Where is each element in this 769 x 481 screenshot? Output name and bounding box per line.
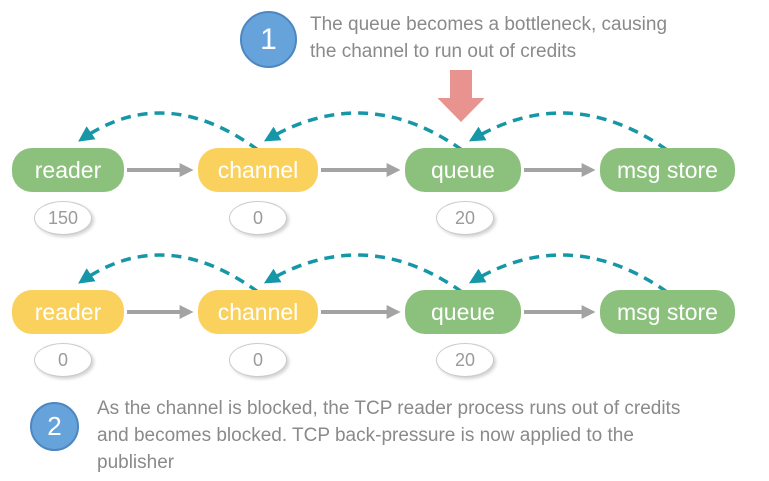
credit-count: 20	[454, 349, 476, 370]
step-2-number: 2	[47, 411, 62, 441]
node-label: queue	[431, 156, 495, 183]
step-1-badge: 1	[240, 11, 297, 68]
credit-arc-queue-channel	[263, 111, 464, 152]
row2-credit-arcs	[78, 253, 669, 294]
row1-credits-reader: 150	[34, 201, 92, 235]
credit-count: 0	[252, 207, 263, 228]
row2-node-queue: queue	[405, 290, 521, 334]
node-label: queue	[431, 298, 495, 325]
step-2-line-3: publisher	[97, 452, 175, 473]
row1-node-channel: channel	[198, 148, 318, 192]
step-1-number: 1	[260, 22, 277, 56]
row2-credits-reader: 0	[34, 343, 92, 377]
step-1-line-1: The queue becomes a bottleneck, causing	[310, 14, 668, 35]
row2-node-msgstore: msg store	[600, 290, 735, 334]
credit-arc-channel-reader	[78, 253, 260, 294]
credit-count: 20	[454, 207, 476, 228]
row2-credits-channel: 0	[229, 343, 287, 377]
step-1-text: The queue becomes a bottleneck, causing …	[310, 11, 667, 65]
row1-node-queue: queue	[405, 148, 521, 192]
step-2-line-2: and becomes blocked. TCP back-pressure i…	[97, 425, 634, 446]
credit-arc-channel-reader	[78, 111, 260, 152]
credit-arc-msgstore-queue	[468, 111, 669, 152]
step-2-badge: 2	[30, 402, 79, 451]
step-2-text: As the channel is blocked, the TCP reade…	[97, 395, 680, 476]
credit-count: 0	[252, 349, 263, 370]
credit-arc-msgstore-queue	[468, 253, 669, 294]
node-label: msg store	[617, 298, 718, 325]
node-label: reader	[34, 156, 102, 183]
node-label: msg store	[617, 156, 718, 183]
row1-node-msgstore: msg store	[600, 148, 735, 192]
step-2-line-1: As the channel is blocked, the TCP reade…	[97, 398, 681, 419]
bottleneck-arrow-icon	[437, 70, 485, 122]
credit-count: 0	[57, 349, 68, 370]
credit-arc-queue-channel	[263, 253, 464, 294]
row1-credits-queue: 20	[436, 201, 494, 235]
row1-node-reader: reader	[12, 148, 124, 192]
row2-credits-queue: 20	[436, 343, 494, 377]
row2-node-channel: channel	[198, 290, 318, 334]
credit-count: 150	[47, 207, 79, 228]
node-label: channel	[217, 298, 299, 325]
node-label: reader	[34, 298, 102, 325]
node-label: channel	[217, 156, 299, 183]
step-1-line-2: the channel to run out of credits	[310, 41, 577, 62]
row1-credit-arcs	[78, 111, 669, 152]
row2-node-reader: reader	[12, 290, 124, 334]
row1-credits-channel: 0	[229, 201, 287, 235]
